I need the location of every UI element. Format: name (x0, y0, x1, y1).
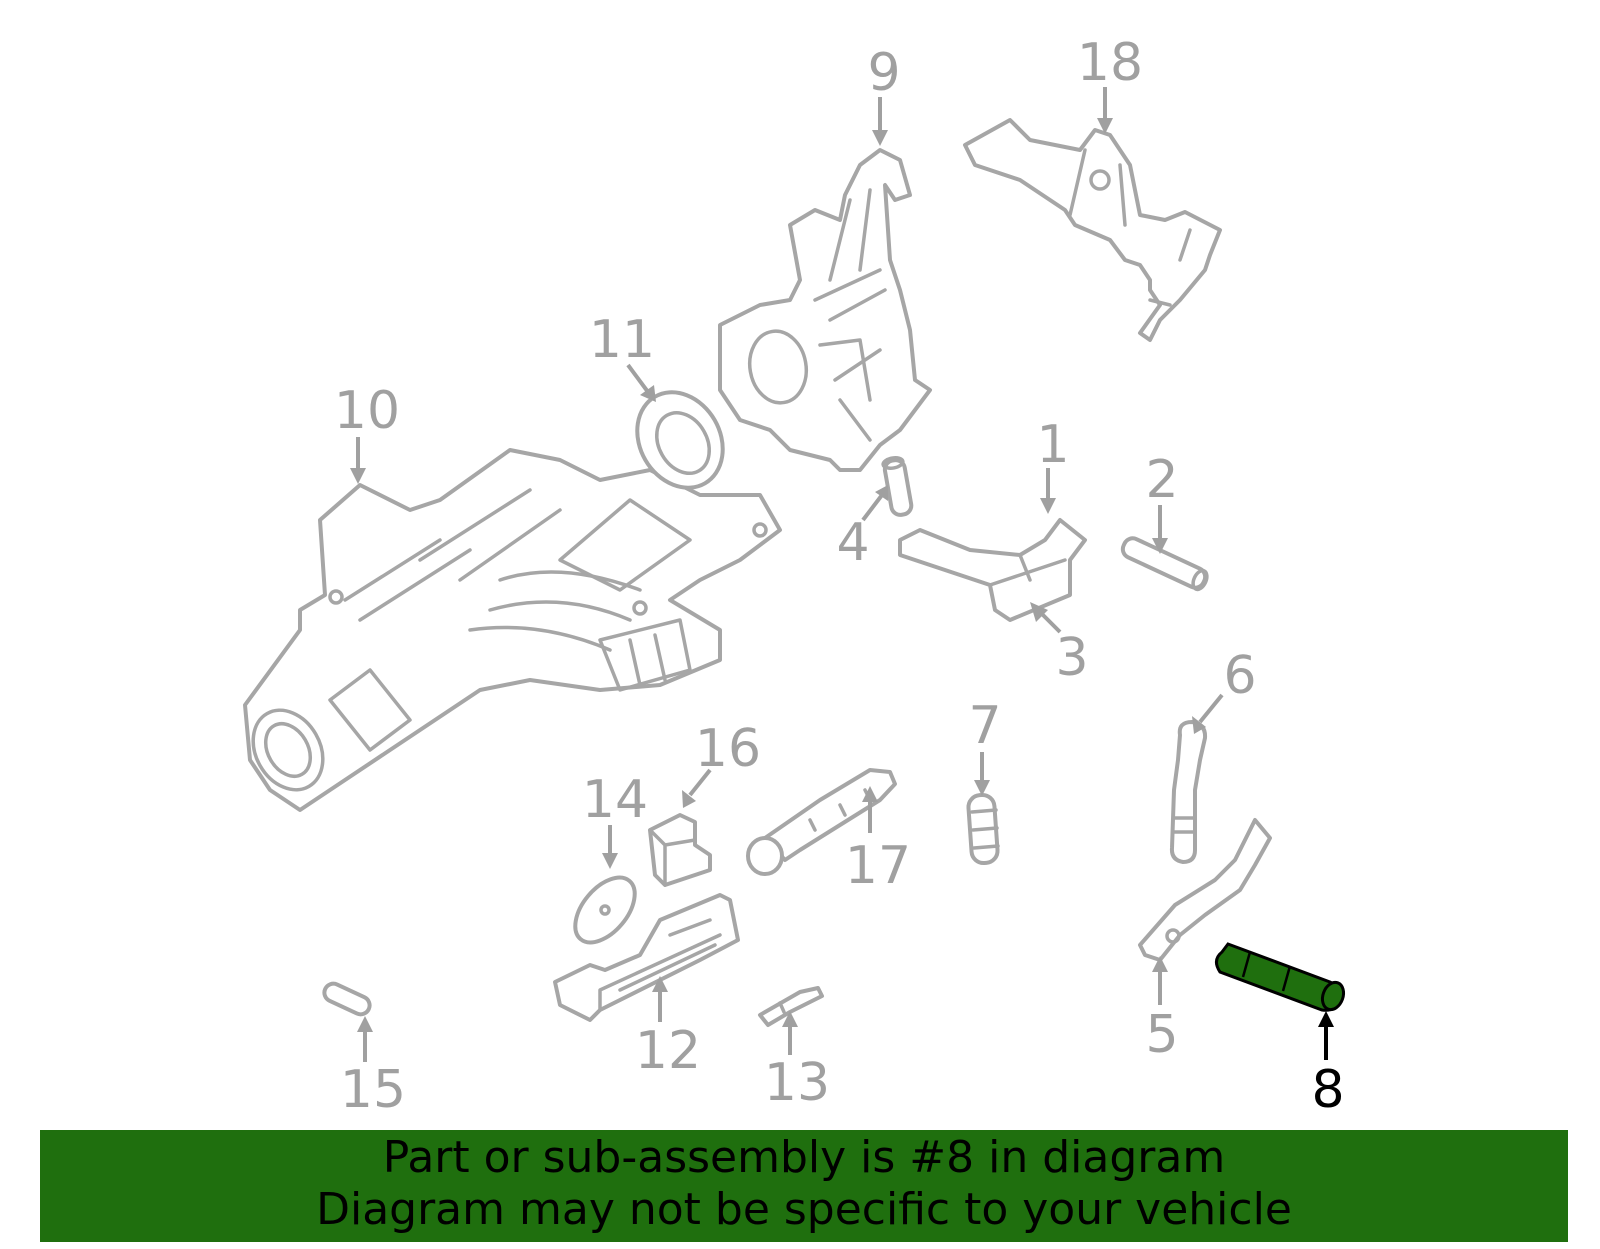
callout-7: 7 (968, 696, 1001, 756)
callout-5: 5 (1145, 1005, 1178, 1065)
part-12-bracket (553, 893, 740, 1022)
banner-line-part-number: Part or sub-assembly is #8 in diagram (382, 1132, 1226, 1183)
part-5-arm (1138, 818, 1272, 962)
part-6-rod (1169, 720, 1208, 864)
callout-16: 16 (695, 719, 761, 779)
part-9-upper-housing (718, 148, 932, 472)
callout-11: 11 (589, 310, 655, 370)
callout-2: 2 (1145, 450, 1178, 510)
part-11-ring (635, 390, 725, 490)
banner-line-disclaimer: Diagram may not be specific to your vehi… (316, 1184, 1292, 1235)
callout-4: 4 (836, 513, 869, 573)
part-4-pin (881, 456, 914, 517)
callout-10: 10 (334, 381, 400, 441)
callout-18: 18 (1077, 33, 1143, 93)
callout-15: 15 (340, 1060, 406, 1120)
callout-13: 13 (764, 1053, 830, 1113)
part-17-lever (746, 768, 897, 876)
part-7-spring (966, 792, 1000, 866)
callout-9: 9 (867, 43, 900, 103)
part-14-washer (573, 875, 637, 945)
callout-12: 12 (635, 1021, 701, 1081)
part-10-column-housing (243, 448, 782, 812)
callout-8: 8 (1311, 1060, 1344, 1120)
part-8-pin-highlighted (1215, 942, 1346, 1012)
part-2-pin (1120, 536, 1209, 592)
callout-6: 6 (1223, 646, 1256, 706)
part-3-lever (898, 518, 1087, 622)
callout-3: 3 (1055, 628, 1088, 688)
part-18-bracket (963, 118, 1222, 342)
callout-14: 14 (582, 770, 648, 830)
info-banner: Part or sub-assembly is #8 in diagram Di… (40, 1130, 1568, 1242)
part-15-pin (322, 981, 372, 1017)
callout-17: 17 (845, 836, 911, 896)
leader-arrows (350, 87, 1334, 1062)
part-13-clip (758, 986, 824, 1027)
part-16-block (648, 813, 712, 887)
callout-1: 1 (1036, 415, 1069, 475)
